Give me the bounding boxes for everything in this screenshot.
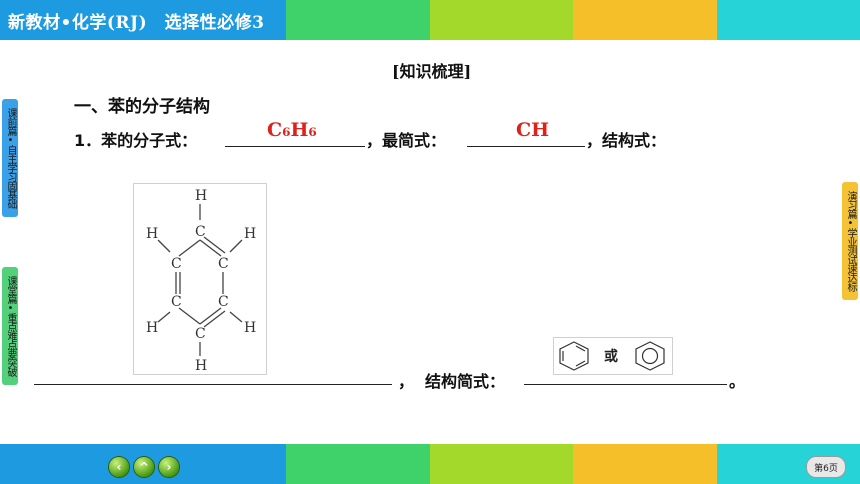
simplest-formula-answer: CH	[516, 119, 550, 141]
chevron-up-icon: ^	[138, 460, 150, 474]
header-segment	[0, 0, 143, 40]
header-segment	[286, 0, 430, 40]
sentence-end: 。	[729, 372, 746, 391]
atom-h: H	[146, 226, 158, 242]
simplest-formula-label: ，最简式：	[366, 131, 447, 150]
footer-bar	[0, 444, 860, 484]
atom-c: C	[195, 224, 206, 240]
header-bar	[0, 0, 860, 40]
molecular-formula-answer: C₆H₆	[267, 119, 317, 141]
header-segment	[573, 0, 717, 40]
footer-segment	[286, 444, 430, 484]
benzene-structural-svg: H C H H C C C C H H C H	[146, 188, 256, 374]
atom-c: C	[218, 256, 229, 272]
home-button[interactable]: ^	[134, 457, 154, 477]
side-tab-classroom[interactable]: 课堂篇•重点难点要突破	[2, 267, 18, 385]
prev-page-button[interactable]: ‹	[109, 457, 129, 477]
atom-h: H	[195, 358, 207, 374]
chevron-right-icon: ›	[166, 460, 172, 474]
structural-formula-blank	[34, 366, 392, 385]
header-segment	[717, 0, 860, 40]
atom-c: C	[171, 294, 182, 310]
molecular-formula-label: 1．苯的分子式：	[74, 131, 198, 150]
atom-c: C	[218, 294, 229, 310]
header-segment	[430, 0, 573, 40]
simplest-formula-blank	[467, 124, 585, 147]
footer-segment	[573, 444, 717, 484]
atom-h: H	[195, 188, 207, 204]
comma-separator: ，	[398, 372, 415, 391]
simplified-formula-label: 结构简式：	[425, 372, 506, 391]
atom-h: H	[244, 226, 256, 242]
atom-h: H	[244, 320, 256, 336]
atom-h: H	[146, 320, 158, 336]
benzene-structural-formula: H C H H C C C C H H C H	[133, 183, 267, 375]
chevron-left-icon: ‹	[116, 460, 122, 474]
section-heading: [知识梳理]	[392, 62, 472, 81]
atom-c: C	[171, 256, 182, 272]
benzene-simplified-formula: 或	[553, 337, 673, 375]
page-number-badge: 第6页	[806, 456, 846, 478]
simplified-formula-blank	[524, 366, 727, 385]
structural-formula-label: ，结构式：	[586, 131, 667, 150]
benzene-simplified-svg: 或	[559, 341, 665, 371]
side-tab-practice[interactable]: 演习篇•学业测试速达标	[842, 182, 858, 300]
header-title: 新教材•化学(RJ) 选择性必修3	[8, 13, 265, 33]
next-page-button[interactable]: ›	[159, 457, 179, 477]
header-segment	[143, 0, 286, 40]
subheading: 一、苯的分子结构	[74, 97, 210, 117]
molecular-formula-blank	[225, 124, 365, 147]
side-tab-preview[interactable]: 课前篇•自主学习固基础	[2, 99, 18, 217]
footer-segment	[430, 444, 573, 484]
atom-c: C	[195, 326, 206, 342]
or-label: 或	[604, 348, 618, 365]
